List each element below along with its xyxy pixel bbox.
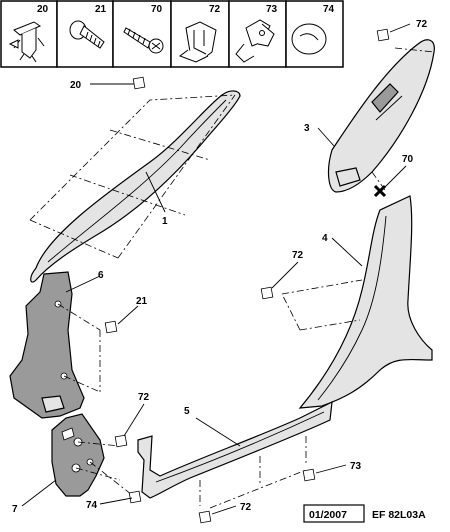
callout-6: 6: [98, 270, 104, 281]
diagram-footer: 01/2007 EF 82L03A: [303, 504, 426, 523]
part-5-sill-trim: [137, 400, 333, 499]
legend-cell-70: [112, 0, 172, 68]
callout-labels: 20 1 72 3 70 4 6 72 21 72 5 73 7 74 72: [12, 19, 428, 515]
part-1-phantom-outline: [29, 94, 236, 259]
callout-20: 20: [70, 80, 82, 91]
part-4-phantom-line: [281, 279, 363, 331]
part-1-phantom-divider: [69, 129, 211, 216]
spring-clip-icon: [235, 19, 275, 63]
callout-74: 74: [86, 500, 98, 511]
legend-number-72: 72: [209, 4, 221, 15]
callout-72-bot: 72: [138, 392, 150, 403]
fastener-markers: [104, 28, 390, 524]
footer-date: 01/2007: [309, 509, 347, 521]
clip-marker-72-mid: [260, 286, 274, 300]
screw-marker-70: [373, 184, 387, 198]
callout-72-top: 72: [416, 19, 428, 30]
legend-number-70: 70: [151, 4, 163, 15]
part-6-phantom-line: [57, 303, 101, 393]
legend-number-21: 21: [95, 4, 107, 15]
callout-70: 70: [402, 154, 414, 165]
part-1-a-pillar-trim: [30, 90, 241, 283]
screw-rivet-icon: [69, 20, 105, 49]
clip-marker-20: [132, 76, 146, 90]
callout-7: 7: [12, 504, 18, 515]
callout-3: 3: [304, 123, 310, 134]
callout-72-low: 72: [240, 502, 252, 513]
callout-4: 4: [322, 233, 328, 244]
legend-number-74: 74: [323, 4, 335, 15]
clip-marker-72-low: [198, 510, 212, 524]
clip-marker-74: [128, 490, 142, 504]
part-7-lower-bracket: [51, 413, 105, 497]
screw-icon: [123, 27, 164, 54]
part-4-b-pillar-trim: [298, 195, 433, 409]
clip-marker-72-top: [376, 28, 390, 42]
fastener-legend: 20 21 70 72 73 74: [0, 0, 344, 68]
callout-73: 73: [350, 461, 362, 472]
trim-clip-icon: [178, 21, 217, 63]
clip-marker-21: [104, 320, 118, 334]
footer-reference: EF 82L03A: [372, 509, 426, 521]
callout-21: 21: [136, 296, 148, 307]
leader-lines: [21, 23, 411, 515]
part-6-inner-panel: [9, 271, 85, 419]
round-push-button-icon: [291, 23, 327, 55]
push-clip-icon: [8, 21, 45, 63]
callout-72-mid: 72: [292, 250, 304, 261]
callout-5: 5: [184, 406, 190, 417]
legend-number-73: 73: [266, 4, 278, 15]
callout-1: 1: [162, 216, 168, 227]
footer-date-box: [303, 504, 365, 523]
part-7-phantom-line: [75, 441, 137, 499]
part-3-upper-pillar-cover: [327, 39, 435, 193]
legend-number-20: 20: [37, 4, 49, 15]
clip-marker-72-bot: [114, 434, 128, 448]
clip-marker-73: [302, 468, 316, 482]
